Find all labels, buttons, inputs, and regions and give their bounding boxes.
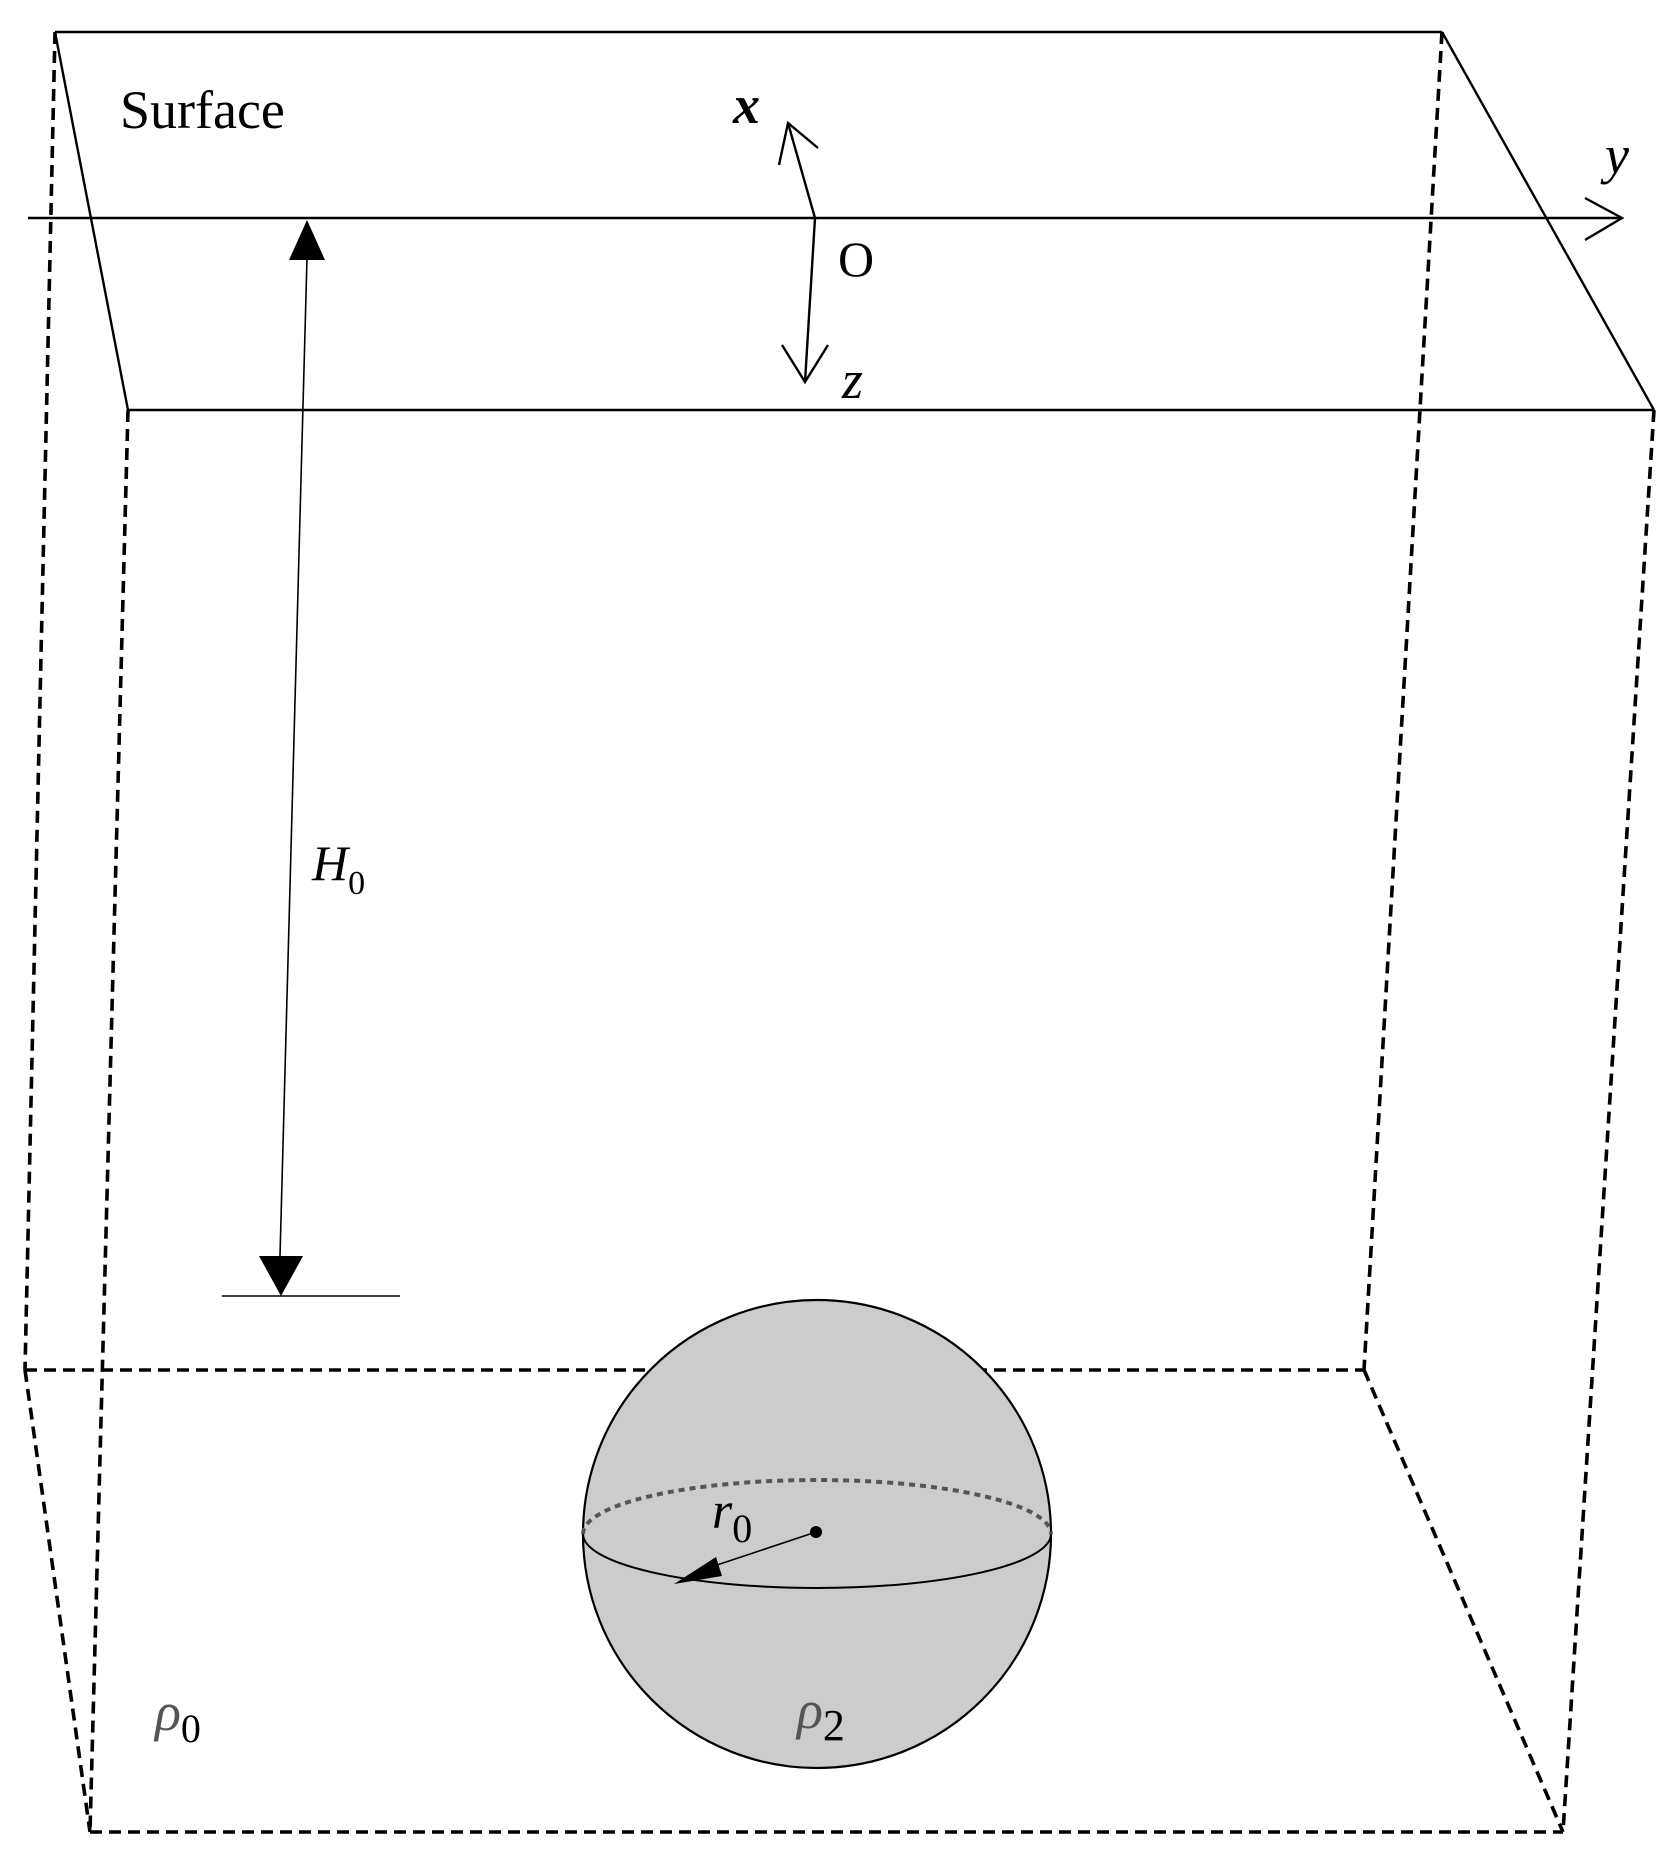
depth-label: H0 xyxy=(311,835,365,902)
z-axis-label: z xyxy=(841,350,863,410)
host-density-subscript: 0 xyxy=(181,1706,201,1751)
radius-label: r0 xyxy=(712,1483,752,1551)
sphere-density-subscript: 2 xyxy=(823,1701,845,1750)
surface-plane xyxy=(53,30,1656,412)
x-axis-label: x xyxy=(732,75,760,135)
depth-dimension-arrow xyxy=(222,220,400,1297)
radius-subscript: 0 xyxy=(732,1506,752,1551)
radius-symbol: r xyxy=(712,1483,733,1540)
surface-label: Surface xyxy=(120,80,285,140)
depth-symbol: H xyxy=(311,835,351,891)
host-density-symbol: ρ xyxy=(153,1682,181,1742)
depth-subscript: 0 xyxy=(348,865,365,902)
x-axis xyxy=(777,120,819,219)
host-density-label: ρ0 xyxy=(153,1682,201,1751)
sphere-density-label: ρ2 xyxy=(795,1680,845,1750)
sphere xyxy=(581,1298,1053,1770)
y-axis-label: y xyxy=(1600,125,1629,185)
sphere-density-symbol: ρ xyxy=(795,1680,823,1740)
y-axis xyxy=(28,196,1625,242)
radius-arrowhead xyxy=(674,1557,722,1584)
z-axis xyxy=(780,217,830,385)
origin-label: O xyxy=(838,231,874,287)
